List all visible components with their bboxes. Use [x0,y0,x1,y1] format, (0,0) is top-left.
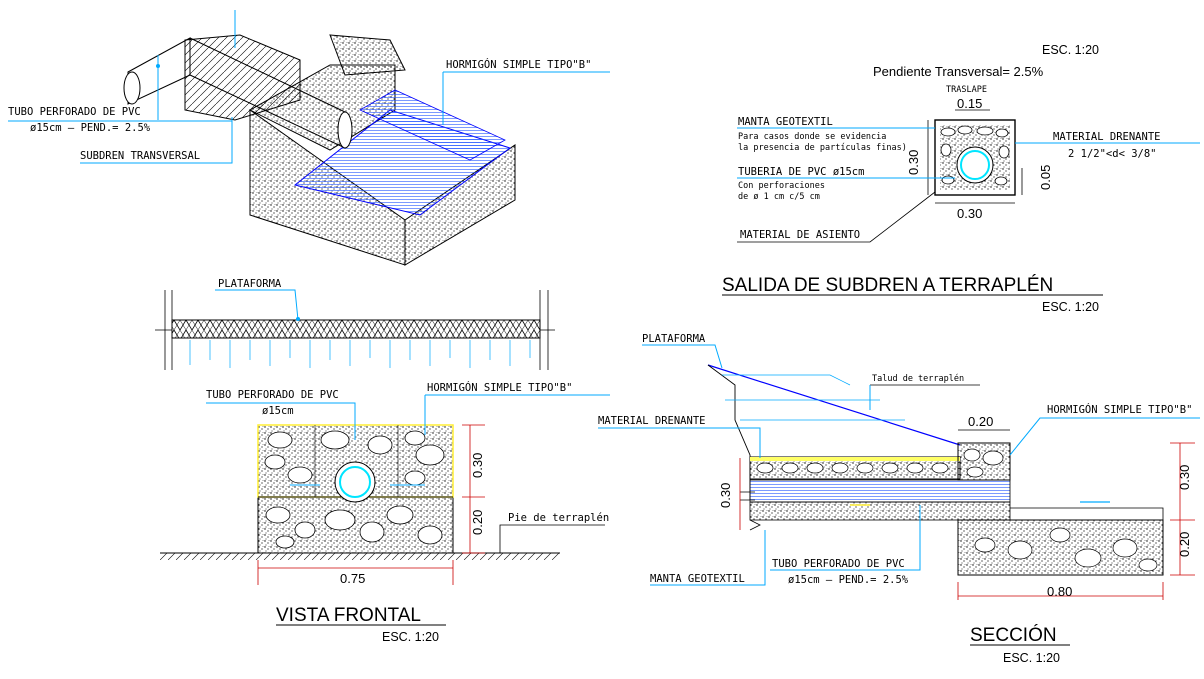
material-asiento: MATERIAL DE ASIENTO [740,229,860,241]
salida-detail: ESC. 1:20 Pendiente Transversal= 2.5% TR… [722,43,1200,314]
salida-esc-top: ESC. 1:20 [1042,43,1099,57]
sec-tubo: TUBO PERFORADO DE PVC [772,558,905,570]
sec-dim-080: 0.80 [1047,584,1072,599]
sec-dim-020-top: 0.20 [968,414,993,429]
sec-talud: Talud de terraplén [872,373,964,384]
vf-dim-030: 0.30 [470,453,485,478]
vista-frontal: PLATAFORMA TUBO [155,278,610,644]
vf-esc: ESC. 1:20 [382,630,439,644]
iso-subdren-label: SUBDREN TRANSVERSAL [80,150,200,162]
dim-005: 0.05 [1038,165,1053,190]
iso-tubo-label: TUBO PERFORADO DE PVC [8,106,141,118]
salida-esc: ESC. 1:20 [1042,300,1099,314]
vf-title: VISTA FRONTAL [276,605,421,626]
sec-dim-030-right: 0.30 [1177,465,1192,490]
sec-hormigon: HORMIGÓN SIMPLE TIPO"B" [1047,403,1192,416]
vf-plataforma: PLATAFORMA [218,278,282,290]
sec-tubo-spec: ø15cm – PEND.= 2.5% [788,574,909,586]
salida-title: SALIDA DE SUBDREN A TERRAPLÉN [722,275,1053,296]
manta-note-2: la presencia de partículas finas) [738,143,907,153]
isometric-view: HORMIGÓN SIMPLE TIPO"B" TUBO PERFORADO D… [8,10,610,266]
sec-dim-020-right: 0.20 [1177,532,1192,557]
sec-plataforma: PLATAFORMA [642,333,706,345]
tuberia-note-1: Con perforaciones [738,181,825,191]
sec-manta: MANTA GEOTEXTIL [650,573,745,585]
seccion: PLATAFORMA Talud de terraplén [598,333,1200,665]
salida-material-drenante: MATERIAL DRENANTE [1053,131,1160,143]
salida-material-spec: 2 1/2"<d< 3/8" [1068,148,1157,160]
tuberia-note-2: de ø 1 cm c/5 cm [738,192,820,202]
vf-pie: Pie de terraplén [508,512,609,524]
sec-title: SECCIÓN [970,624,1057,646]
traslape-label: TRASLAPE [946,85,987,95]
vf-dim-075: 0.75 [340,571,365,586]
vf-tubo: TUBO PERFORADO DE PVC [206,389,339,401]
sec-dim-030-left: 0.30 [718,483,733,508]
vf-tubo-diam: ø15cm [262,405,294,417]
iso-tubo-spec: ø15cm – PEND.= 2.5% [30,122,151,134]
manta-note-1: Para casos donde se evidencia [738,132,886,142]
vf-hormigon: HORMIGÓN SIMPLE TIPO"B" [427,381,572,394]
dim-030-bottom: 0.30 [957,206,982,221]
pendiente-label: Pendiente Transversal= 2.5% [873,64,1044,79]
sec-material-drenante: MATERIAL DRENANTE [598,415,705,427]
manta-title: MANTA GEOTEXTIL [738,116,833,128]
iso-hormigon-label: HORMIGÓN SIMPLE TIPO"B" [446,58,591,71]
dim-015: 0.15 [957,96,982,111]
tuberia-title: TUBERIA DE PVC ø15cm [738,166,864,178]
vf-dim-020: 0.20 [470,510,485,535]
sec-esc: ESC. 1:20 [1003,651,1060,665]
dim-030-side: 0.30 [906,150,921,175]
